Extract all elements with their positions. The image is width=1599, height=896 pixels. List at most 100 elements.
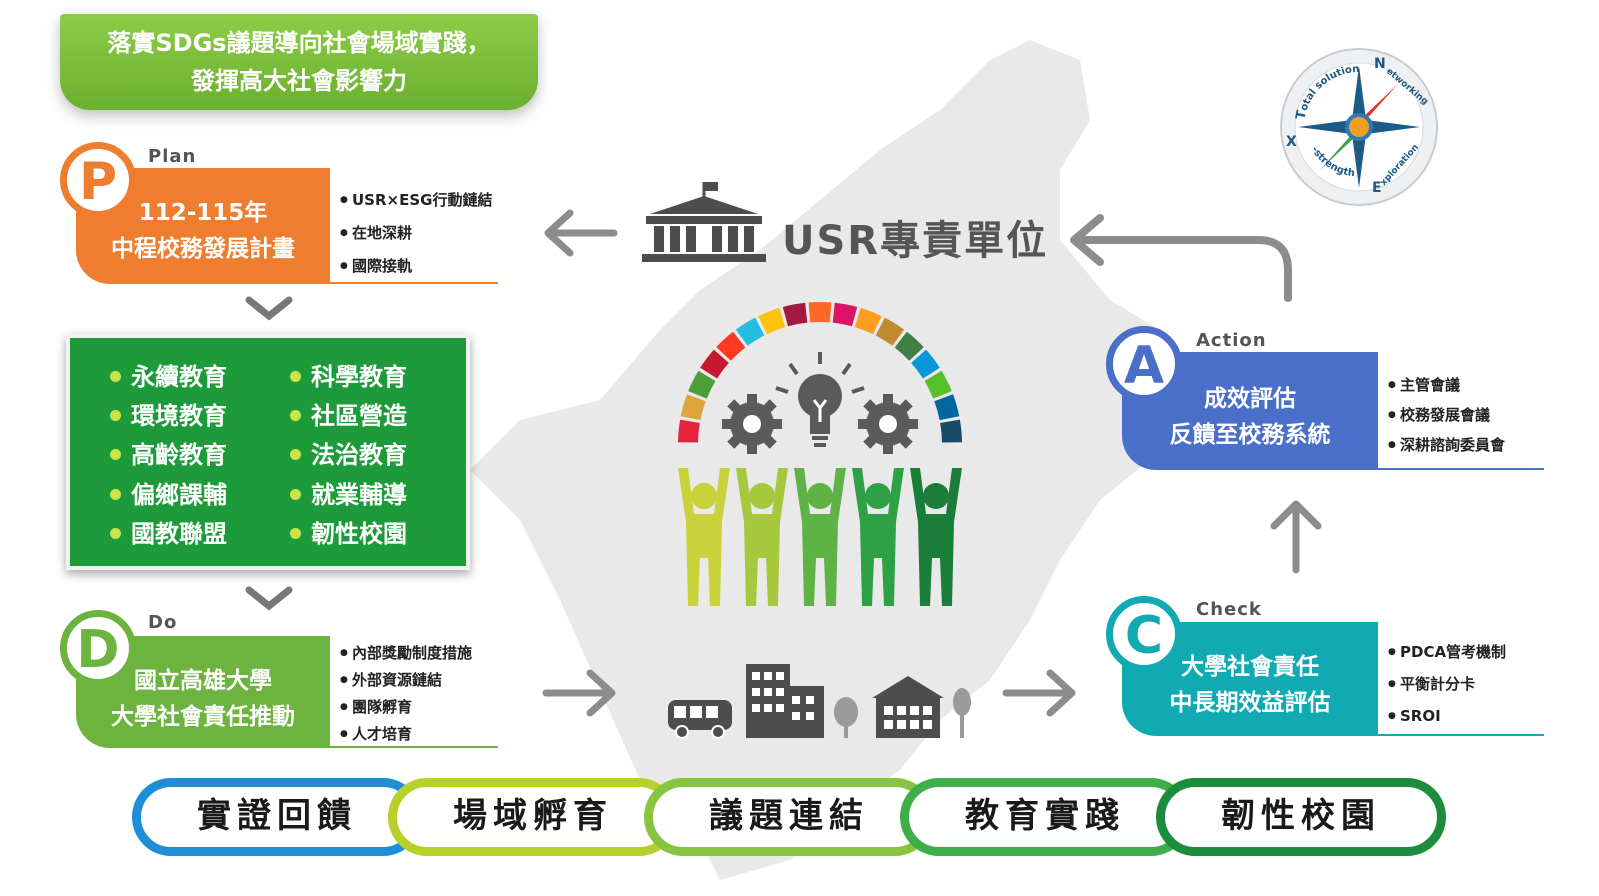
do-bullet: 人才培育 — [340, 721, 472, 748]
sdg-arc-segment — [680, 394, 706, 421]
sdg-arc-segment — [782, 302, 808, 327]
check-bullet: SROI — [1388, 700, 1506, 732]
action-letter-circle: A — [1106, 326, 1182, 402]
arrow-right-icon — [542, 669, 616, 717]
check-bullets: PDCA管考機制 平衡計分卡 SROI — [1388, 636, 1506, 732]
do-title-line-2: 大學社會責任推動 — [111, 704, 295, 730]
check-bullet: PDCA管考機制 — [1388, 636, 1506, 668]
bullet-dot-icon — [110, 409, 121, 421]
check-tag: Check — [1196, 599, 1262, 620]
bullet-dot-icon — [290, 488, 301, 500]
sdg-arc-segment — [678, 419, 700, 443]
grid-item: 環境教育 — [110, 401, 227, 431]
sdg-illustration — [678, 302, 962, 606]
sdg-color-arc — [678, 302, 962, 443]
check-letter-circle: C — [1106, 596, 1182, 672]
bullet-dot-icon — [110, 488, 121, 500]
plan-bullet: USR×ESG行動鏈結 — [340, 184, 492, 217]
bullet-dot-icon — [290, 527, 301, 539]
pill-education-practice: 教育實踐 — [900, 778, 1190, 856]
do-tag: Do — [148, 612, 178, 633]
do-bullet: 內部獎勵制度措施 — [340, 640, 472, 667]
check-letter: C — [1124, 606, 1164, 666]
action-bullet: 校務發展會議 — [1388, 400, 1505, 430]
grid-item: 國教聯盟 — [110, 519, 227, 549]
plan-bullets: USR×ESG行動鏈結 在地深耕 國際接軌 — [340, 184, 492, 283]
plan-letter-circle: P — [60, 142, 136, 218]
arrow-left-icon — [544, 209, 618, 257]
sdg-arc-segment — [700, 349, 729, 379]
action-underline — [1378, 468, 1544, 470]
check-underline — [1378, 734, 1544, 736]
usr-office-label: USR專責單位 — [782, 218, 1049, 264]
check-title-line-1: 大學社會責任 — [1181, 654, 1319, 680]
gear-icon — [722, 394, 782, 454]
sdg-arc-segment — [735, 317, 765, 346]
gear-icon — [858, 394, 918, 454]
pill-resilient-campus: 韌性校園 — [1156, 778, 1446, 856]
plan-bullet: 在地深耕 — [340, 217, 492, 250]
grid-item: 永續教育 — [110, 362, 227, 392]
sdg-arc-segment — [832, 302, 858, 327]
bullet-dot-icon — [110, 370, 121, 382]
lightbulb-icon — [775, 352, 865, 447]
action-bullets: 主管會議 校務發展會議 深耕諮詢委員會 — [1388, 370, 1505, 460]
action-tag: Action — [1196, 330, 1267, 351]
sdg-arc-segment — [911, 349, 940, 379]
do-bullets: 內部獎勵制度措施 外部資源鏈結 團隊孵育 人才培育 — [340, 640, 472, 748]
sdg-arc-segment — [688, 370, 716, 399]
action-letter: A — [1123, 336, 1165, 396]
compass-t-letter: T — [1293, 109, 1310, 121]
banner-line-1: 落實SDGs議題導向社會場域實踐， — [107, 29, 491, 57]
compass-x-letter: X — [1286, 134, 1297, 150]
do-bullet: 團隊孵育 — [340, 694, 472, 721]
people-group-icon — [678, 468, 962, 606]
plan-title-line-2: 中程校務發展計畫 — [111, 236, 295, 262]
sdg-arc-segment — [758, 307, 786, 335]
action-bullet: 主管會議 — [1388, 370, 1505, 400]
arrow-up-icon — [1270, 500, 1322, 574]
grid-item: 社區營造 — [290, 401, 407, 431]
pill-field-incubation: 場域孵育 — [388, 778, 678, 856]
grid-item: 韌性校園 — [290, 519, 407, 549]
sdg-arc-segment — [854, 307, 882, 335]
plan-tag: Plan — [148, 146, 197, 167]
house-icon — [872, 676, 944, 738]
education-grid: 永續教育 科學教育 環境教育 社區營造 高齡教育 法治教育 偏鄉課輔 就業輔導 … — [66, 334, 470, 570]
city-illustration — [668, 664, 971, 739]
sdg-arc-segment — [716, 331, 746, 361]
chevron-down-icon — [245, 586, 293, 611]
sdg-arc-segment — [808, 302, 832, 323]
banner-line-2: 發揮高大社會影響力 — [191, 67, 407, 95]
action-bullet: 深耕諮詢委員會 — [1388, 430, 1505, 460]
sdg-arc-segment — [924, 370, 952, 399]
grid-item: 偏鄉課輔 — [110, 480, 227, 510]
curved-arrow-icon — [1070, 214, 1292, 302]
office-building-icon — [746, 664, 824, 738]
bullet-dot-icon — [290, 409, 301, 421]
bus-icon — [668, 700, 732, 739]
check-bullet: 平衡計分卡 — [1388, 668, 1506, 700]
compass-e-letter: E — [1372, 180, 1382, 196]
bullet-dot-icon — [290, 448, 301, 460]
plan-letter: P — [78, 152, 118, 212]
bullet-dot-icon — [110, 527, 121, 539]
pill-issue-linkage: 議題連結 — [644, 778, 934, 856]
plan-title-line-1: 112-115年 — [138, 200, 268, 226]
grid-item: 科學教育 — [290, 362, 407, 392]
chevron-down-icon — [245, 296, 293, 321]
grid-item: 高齡教育 — [110, 440, 227, 470]
title-banner: 落實SDGs議題導向社會場域實踐， 發揮高大社會影響力 — [60, 14, 538, 110]
arrow-right-icon — [1002, 669, 1076, 717]
grid-item: 就業輔導 — [290, 480, 407, 510]
grid-item: 法治教育 — [290, 440, 407, 470]
plan-underline — [330, 282, 498, 284]
compass-logo-icon: Total solution N etworking X -strength E… — [1280, 48, 1438, 206]
bullet-dot-icon — [110, 448, 121, 460]
tree-icon — [834, 697, 858, 738]
sdg-arc-segment — [934, 394, 960, 421]
check-title-line-2: 中長期效益評估 — [1169, 690, 1331, 716]
do-letter: D — [76, 620, 120, 680]
action-title-line-1: 成效評估 — [1204, 386, 1296, 412]
